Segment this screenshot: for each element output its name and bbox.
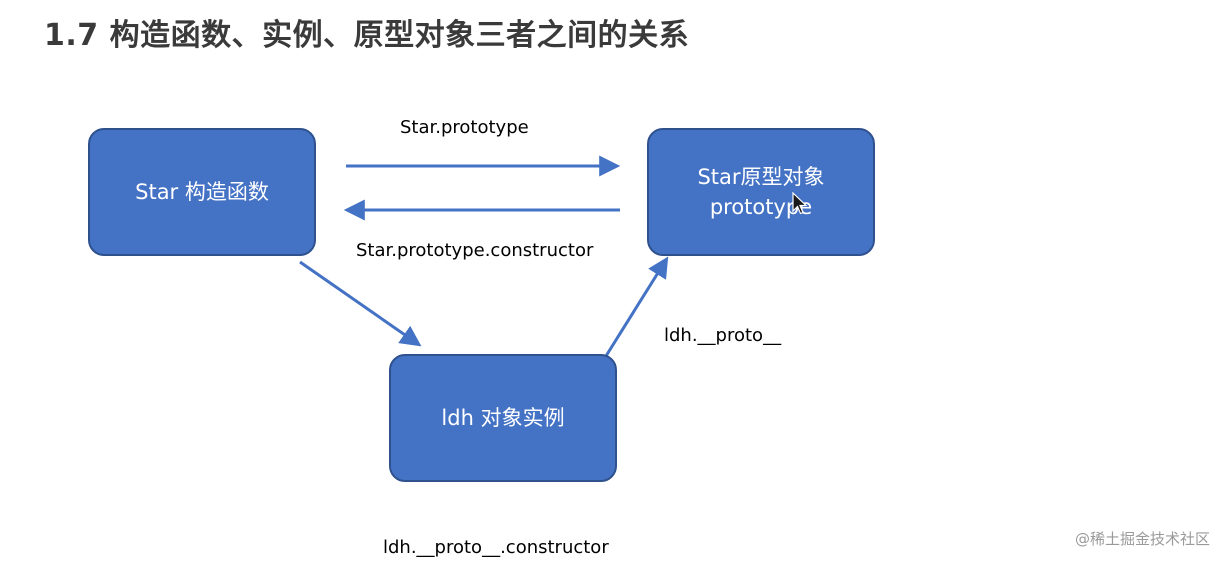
star-prototype-label: Star原型对象 <box>697 165 825 189</box>
star-constructor-label: Star 构造函数 <box>135 180 269 204</box>
arrow-instance-to-prototype <box>604 256 669 357</box>
ldh-proto-constructor-label: ldh.__proto__.constructor <box>383 537 609 558</box>
ldh-instance-label: ldh 对象实例 <box>441 406 565 430</box>
ldh-proto-arrow-label: ldh.__proto__ <box>664 325 782 346</box>
slide-title: 1.7 构造函数、实例、原型对象三者之间的关系 <box>44 18 690 53</box>
star-prototype-arrow-label: Star.prototype <box>400 117 529 138</box>
star-constructor-node: Star 构造函数 <box>88 128 316 256</box>
arrow-constructor-to-instance <box>299 260 422 347</box>
watermark: @稀土掘金技术社区 <box>1074 530 1210 548</box>
star-prototype-node: Star原型对象 prototype <box>647 128 875 256</box>
mouse-cursor-icon <box>792 192 808 215</box>
ldh-instance-node: ldh 对象实例 <box>389 354 617 482</box>
constructor-arrow-label: Star.prototype.constructor <box>356 240 594 261</box>
